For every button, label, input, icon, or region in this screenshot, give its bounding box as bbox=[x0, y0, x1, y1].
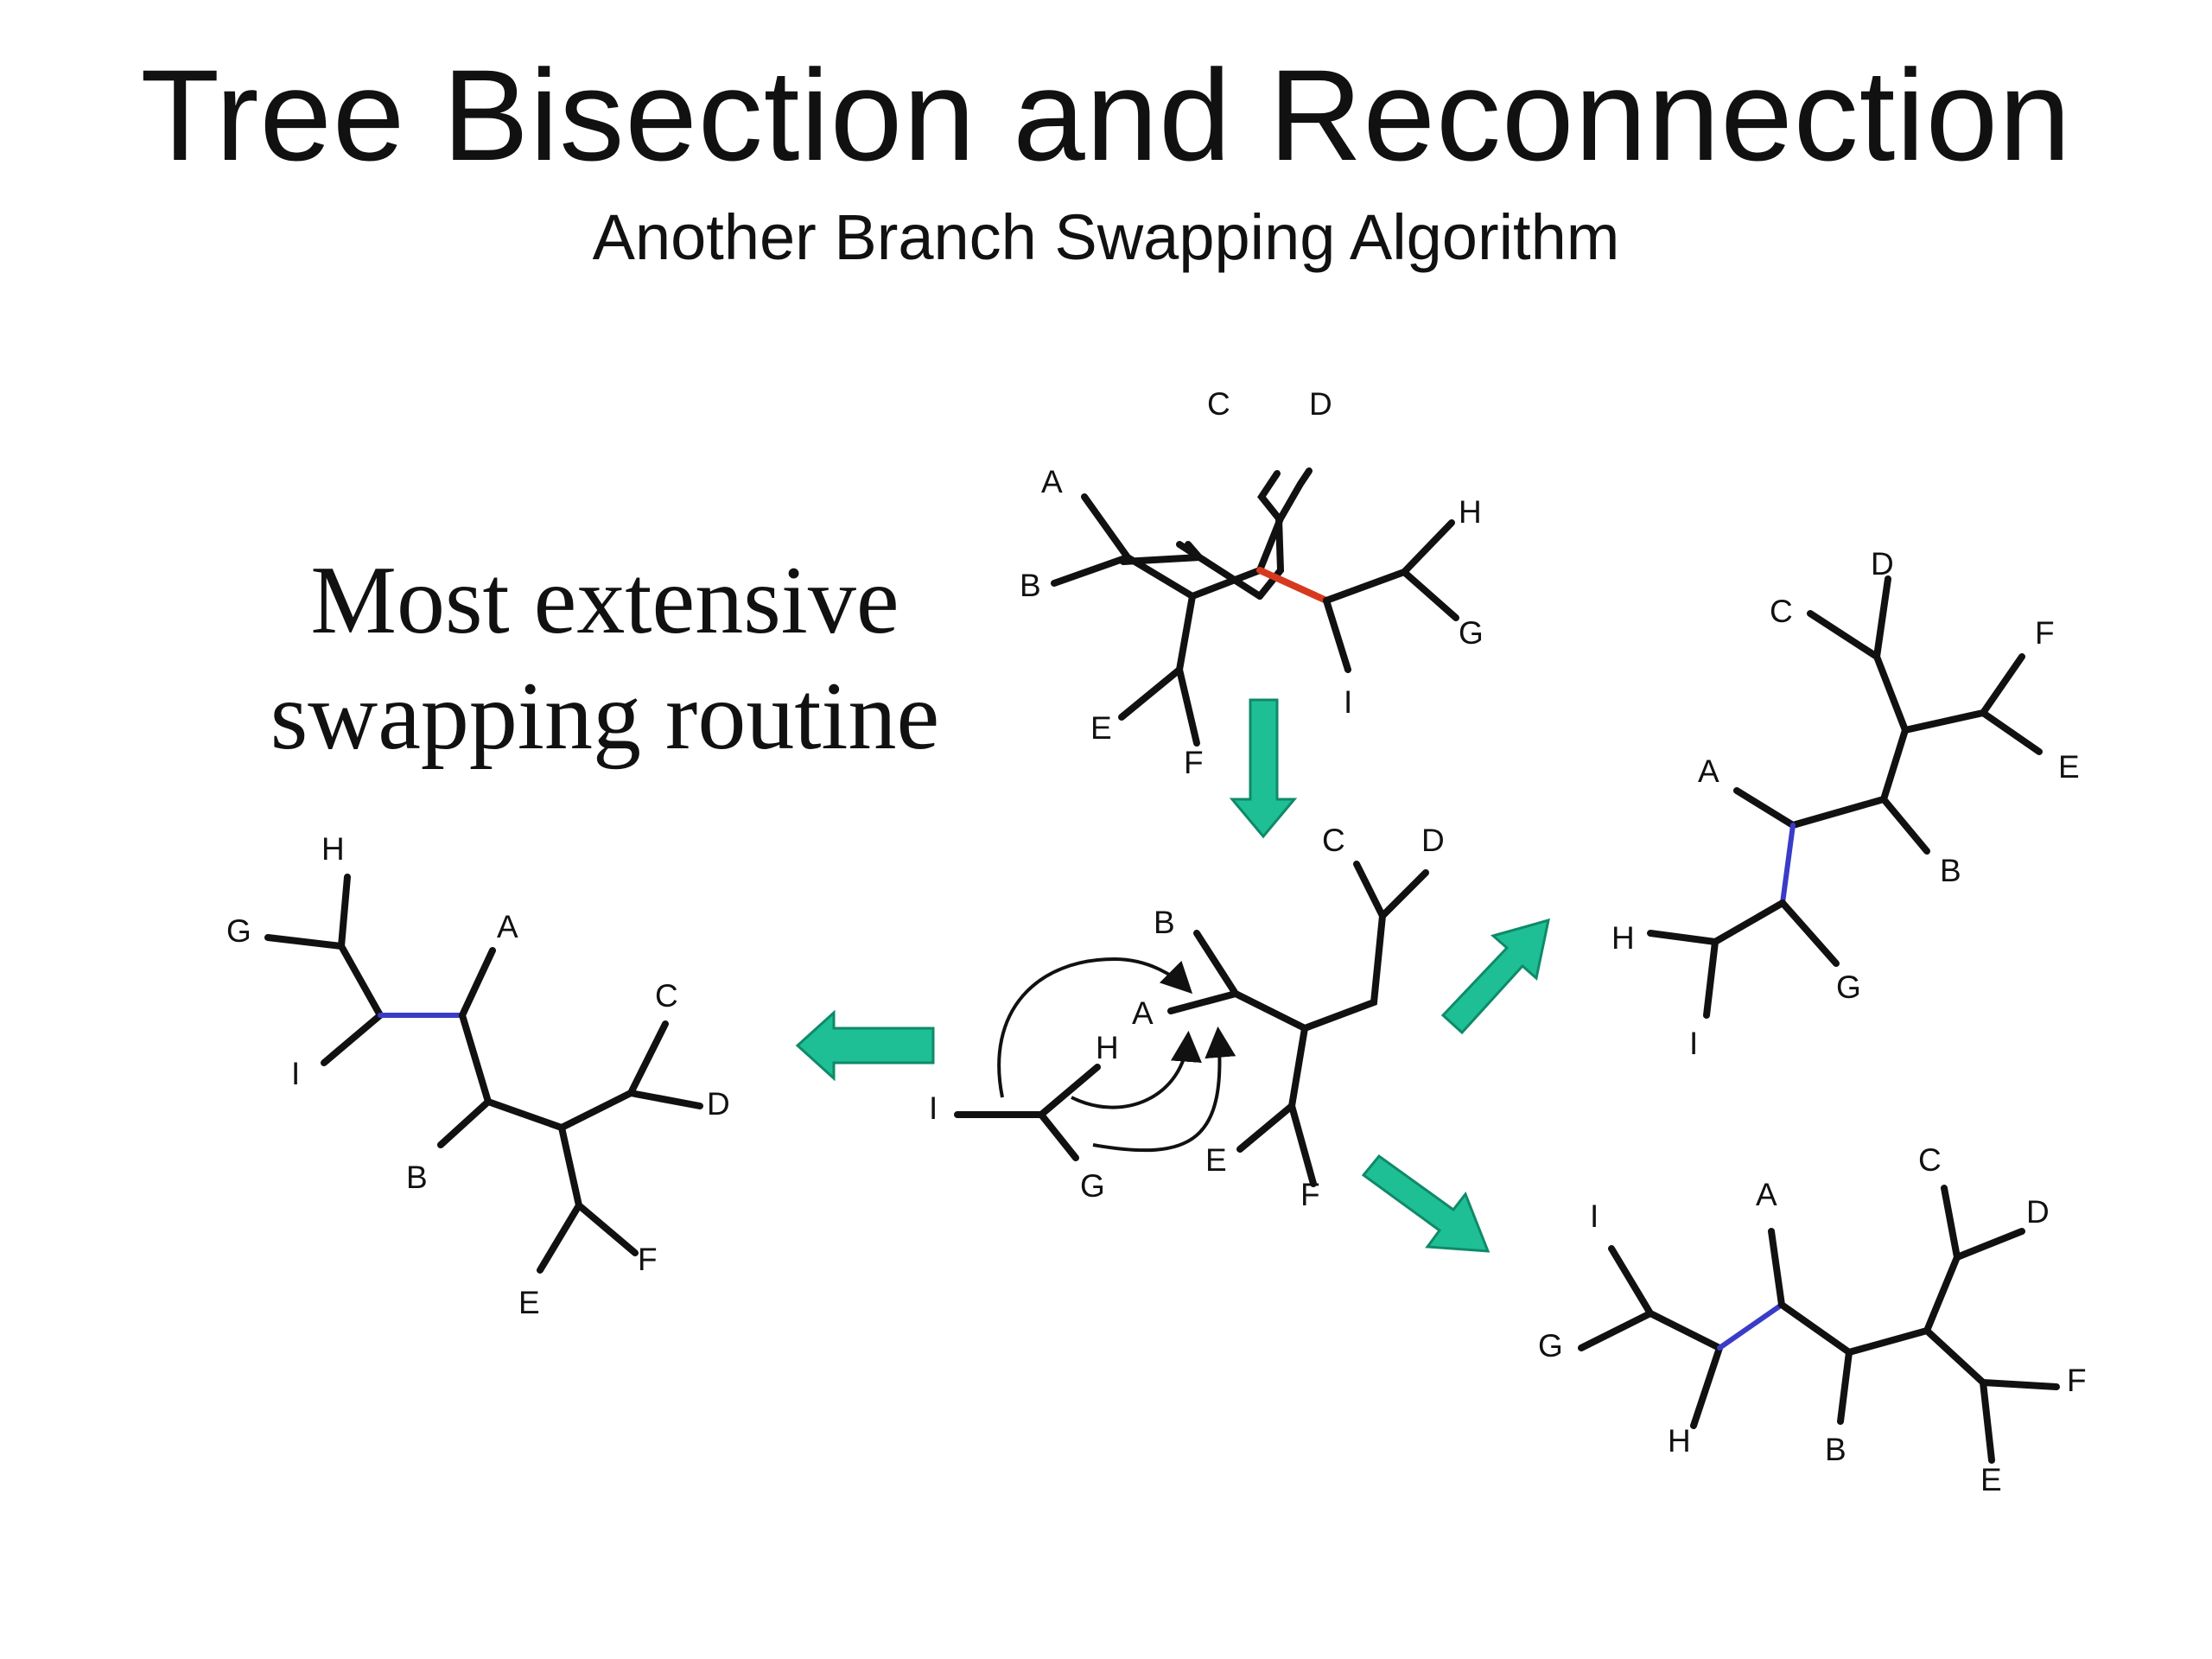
label-F: F bbox=[2035, 615, 2055, 651]
label-C: C bbox=[655, 978, 678, 1014]
tree-bisected bbox=[954, 861, 1429, 1187]
side-caption: Most extensive swapping routine bbox=[233, 543, 976, 775]
label-G: G bbox=[1538, 1328, 1563, 1363]
label-D: D bbox=[1871, 546, 1894, 582]
arrow-down-right bbox=[1361, 1154, 1491, 1253]
tree-original bbox=[1051, 467, 1459, 747]
label-B: B bbox=[1940, 853, 1961, 888]
label-G: G bbox=[226, 913, 251, 949]
label-B: B bbox=[1154, 905, 1175, 940]
tree-result-left bbox=[264, 874, 703, 1274]
tree-result-left-labels: H G A I C D B F E bbox=[226, 831, 730, 1320]
tree-bisected-labels: C D B A H I G E F bbox=[929, 823, 1445, 1212]
label-I: I bbox=[1590, 1198, 1599, 1234]
label-C: C bbox=[1918, 1142, 1942, 1178]
label-B: B bbox=[1020, 568, 1041, 603]
label-H: H bbox=[1611, 920, 1635, 956]
tree-result-right-top-labels: D C F A E B H G I bbox=[1611, 546, 2080, 1061]
label-I: I bbox=[1689, 1026, 1698, 1061]
label-A: A bbox=[1132, 995, 1154, 1031]
label-D: D bbox=[1309, 386, 1332, 422]
label-E: E bbox=[2058, 749, 2080, 785]
label-F: F bbox=[2067, 1363, 2087, 1398]
slide-subtitle: Another Branch Swapping Algorithm bbox=[592, 201, 1620, 273]
label-D: D bbox=[707, 1086, 730, 1122]
label-I: I bbox=[1344, 684, 1352, 720]
label-E: E bbox=[1205, 1142, 1227, 1178]
reconnected-branch bbox=[1717, 1302, 1784, 1351]
cut-branch bbox=[1256, 567, 1330, 604]
side-caption-line-2: swapping routine bbox=[270, 663, 940, 771]
reconnected-branch bbox=[1780, 823, 1796, 906]
label-G: G bbox=[1836, 969, 1861, 1005]
side-caption-line-1: Most extensive bbox=[310, 547, 899, 654]
label-D: D bbox=[1421, 823, 1445, 858]
label-E: E bbox=[1090, 710, 1112, 746]
arrow-left bbox=[795, 1009, 935, 1082]
arrow-up-right bbox=[1440, 918, 1550, 1035]
label-B: B bbox=[1825, 1432, 1847, 1467]
label-H: H bbox=[321, 831, 345, 867]
label-A: A bbox=[497, 909, 518, 944]
label-A: A bbox=[1698, 753, 1719, 789]
arrow-down bbox=[1229, 698, 1298, 839]
label-I: I bbox=[929, 1090, 938, 1126]
label-F: F bbox=[1300, 1177, 1320, 1212]
label-C: C bbox=[1770, 594, 1793, 629]
label-G: G bbox=[1459, 615, 1484, 651]
label-H: H bbox=[1096, 1030, 1119, 1065]
label-I: I bbox=[291, 1056, 300, 1091]
label-H: H bbox=[1459, 494, 1482, 530]
label-B: B bbox=[406, 1160, 428, 1195]
label-F: F bbox=[1184, 745, 1204, 780]
tree-result-right-top bbox=[1647, 575, 2043, 1019]
label-C: C bbox=[1322, 823, 1345, 858]
tree-result-right-bottom bbox=[1578, 1185, 2060, 1464]
label-D: D bbox=[2026, 1194, 2050, 1230]
label-G: G bbox=[1080, 1168, 1105, 1204]
label-H: H bbox=[1668, 1423, 1691, 1459]
tree-original-labels: C D A H B G I E F bbox=[1020, 386, 1484, 780]
label-A: A bbox=[1041, 464, 1063, 499]
label-E: E bbox=[1980, 1462, 2002, 1497]
label-F: F bbox=[638, 1242, 658, 1277]
label-E: E bbox=[518, 1285, 540, 1320]
label-C: C bbox=[1207, 386, 1230, 422]
slide-title: Tree Bisection and Reconnection bbox=[140, 42, 2072, 188]
label-A: A bbox=[1756, 1177, 1777, 1212]
tree-result-right-bottom-labels: C A D I G F H B E bbox=[1538, 1142, 2087, 1497]
